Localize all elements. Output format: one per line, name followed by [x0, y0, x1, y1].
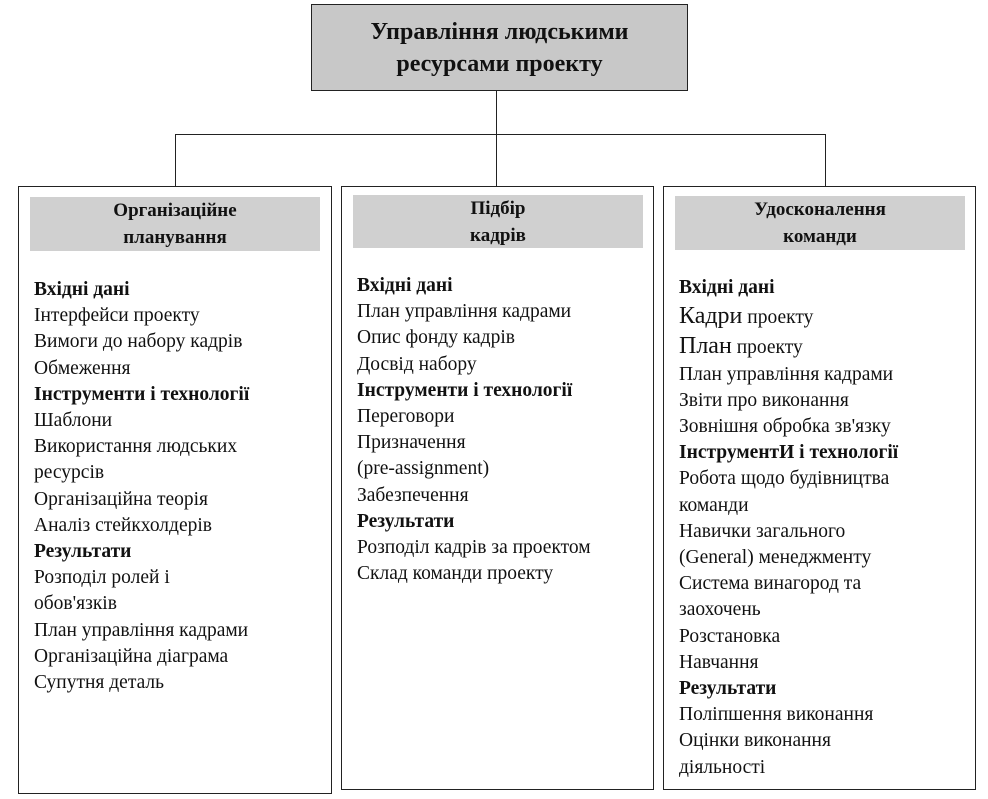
list-item: Опис фонду кадрів: [357, 327, 515, 349]
connector-right-down: [825, 134, 826, 186]
column-body: Вхідні дані План управління кадрами Опис…: [357, 273, 591, 587]
section-title: Інструменти і технології: [34, 383, 250, 405]
section-title: Інструменти і технології: [357, 379, 573, 401]
section-title: Вхідні дані: [357, 275, 453, 296]
list-item: Забезпечення: [357, 484, 469, 506]
list-item: (General) менеджменту: [679, 547, 872, 569]
list-item: Шаблони: [34, 410, 113, 432]
list-item: Робота щодо будівництва: [679, 468, 890, 490]
list-item: Аналіз стейкхолдерів: [34, 514, 212, 536]
list-item: Супутня деталь: [34, 672, 165, 694]
list-item: Розподіл кадрів за проектом: [357, 537, 591, 559]
connector-left-down: [175, 134, 176, 186]
list-item: Зовнішня обробка зв'язку: [679, 416, 891, 438]
column-heading: Удосконалення команди: [675, 196, 965, 250]
list-item: Система винагород та: [679, 573, 862, 595]
column-heading: Підбір кадрів: [353, 195, 643, 248]
column-body: Вхідні дані Кадри проекту План проекту П…: [679, 275, 898, 781]
list-item: План управління кадрами: [34, 619, 249, 641]
root-title: Управління людськими ресурсами проекту: [370, 18, 629, 77]
list-item: План управління кадрами: [679, 363, 894, 385]
list-item: Використання людських: [34, 436, 238, 458]
section-title: ІнструментИ і технології: [679, 442, 899, 464]
list-item: Розподіл ролей і: [34, 567, 170, 589]
column-organizational-planning: Організаційне планування Вхідні дані Інт…: [18, 186, 332, 794]
column-staff-acquisition: Підбір кадрів Вхідні дані План управлінн…: [341, 186, 654, 790]
list-item: Організаційна діаграма: [34, 645, 229, 667]
item-rest: проекту: [731, 337, 803, 359]
list-item: Вимоги до набору кадрів: [34, 331, 243, 353]
list-item: команди: [679, 494, 749, 516]
list-item: Переговори: [357, 406, 455, 428]
large-text: Кадри: [679, 303, 743, 330]
column-team-development: Удосконалення команди Вхідні дані Кадри …: [663, 186, 976, 790]
connector-horizontal: [175, 134, 826, 135]
list-item: заохочень: [679, 599, 761, 621]
list-item: обов'язків: [34, 593, 117, 615]
large-text: План: [679, 333, 732, 360]
root-node: Управління людськими ресурсами проекту: [311, 4, 688, 91]
list-item: План управління кадрами: [357, 301, 572, 323]
column-body: Вхідні дані Інтерфейси проекту Вимоги до…: [34, 277, 249, 696]
list-item: Склад команди проекту: [357, 563, 554, 585]
list-item: Навички загального: [679, 520, 846, 542]
list-item: Навчання: [679, 651, 759, 673]
section-title: Результати: [679, 678, 777, 700]
list-item: Інтерфейси проекту: [34, 305, 200, 327]
list-item: Кадри проекту: [679, 301, 898, 331]
list-item: Оцінки виконання: [679, 730, 831, 752]
item-rest: проекту: [742, 307, 814, 329]
list-item: Обмеження: [34, 357, 131, 379]
list-item: Призначення: [357, 432, 466, 454]
list-item: Досвід набору: [357, 353, 477, 375]
connector-root-down: [496, 91, 497, 135]
list-item: Поліпшення виконання: [679, 704, 874, 726]
list-item: (pre-assignment): [357, 458, 490, 480]
list-item: План проекту: [679, 331, 898, 361]
list-item: Організаційна теорія: [34, 488, 209, 510]
connector-center-down: [496, 134, 497, 186]
section-title: Результати: [34, 541, 132, 563]
list-item: ресурсів: [34, 462, 105, 484]
section-title: Вхідні дані: [679, 277, 775, 298]
list-item: діяльності: [679, 756, 766, 778]
section-title: Результати: [357, 510, 455, 532]
list-item: Розстановка: [679, 625, 781, 647]
column-heading: Організаційне планування: [30, 197, 320, 251]
list-item: Звіти про виконання: [679, 389, 849, 411]
section-title: Вхідні дані: [34, 279, 130, 300]
